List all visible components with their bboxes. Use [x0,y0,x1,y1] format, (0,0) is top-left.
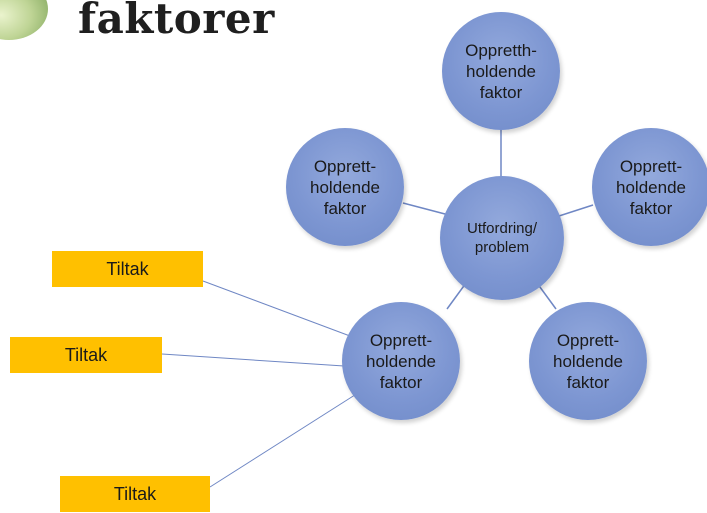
action-box-1: Tiltak [52,251,203,287]
factor-node-right: Opprett- holdende faktor [592,128,707,246]
action-label: Tiltak [106,258,149,279]
factor-label: Oppretth- holdende faktor [465,40,537,102]
factor-node-top: Oppretth- holdende faktor [442,12,560,130]
factor-label: Opprett- holdende faktor [366,330,436,392]
connector-center-bottom-right [536,282,557,310]
factor-label: Opprett- holdende faktor [616,156,686,218]
action-box-3: Tiltak [60,476,210,512]
factor-label: Opprett- holdende faktor [553,330,623,392]
factor-label: Opprett- holdende faktor [310,156,380,218]
center-node-challenge: Utfordring/ problem [440,176,564,300]
action-box-2: Tiltak [10,337,162,373]
connector-center-left [402,202,446,215]
connector-center-bottom-left [446,282,467,310]
slide-title: faktorer [78,0,275,43]
center-label: Utfordring/ problem [466,220,538,256]
connector-action-1 [202,280,351,337]
action-label: Tiltak [113,483,157,504]
connector-action-3 [209,392,359,488]
action-label: Tiltak [64,344,108,365]
factor-node-bottom-right: Opprett- holdende faktor [529,302,647,420]
factor-node-bottom-left: Opprett- holdende faktor [342,302,460,420]
connector-action-2 [161,353,345,367]
connector-center-right [558,204,594,217]
factor-node-left: Opprett- holdende faktor [286,128,404,246]
